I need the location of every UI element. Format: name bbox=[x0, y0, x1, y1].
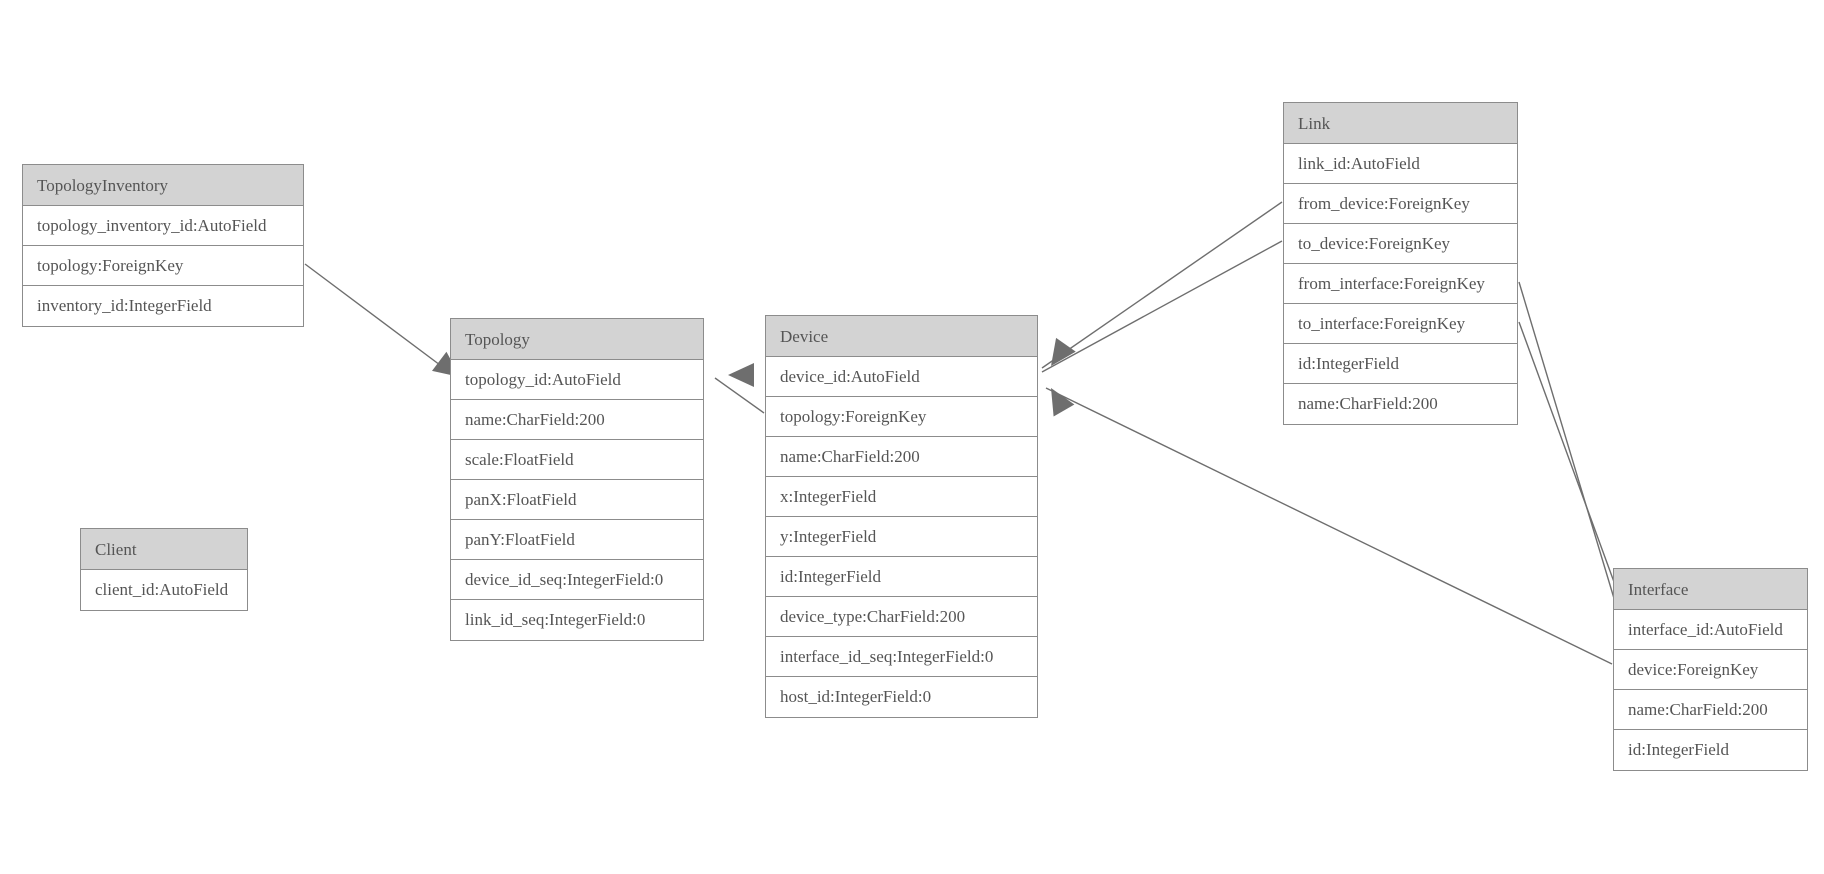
arrowhead-arrow-device-upper bbox=[1051, 337, 1076, 366]
entity-field[interactable]: panX:FloatField bbox=[451, 480, 703, 520]
entity-field[interactable]: y:IntegerField bbox=[766, 517, 1037, 557]
arrowhead-arrow-device-lower bbox=[1051, 388, 1075, 417]
entity-field[interactable]: to_device:ForeignKey bbox=[1284, 224, 1517, 264]
entity-field[interactable]: interface_id_seq:IntegerField:0 bbox=[766, 637, 1037, 677]
relation-topologyinventory-topology bbox=[304, 263, 453, 375]
entity-field[interactable]: topology:ForeignKey bbox=[766, 397, 1037, 437]
entity-field[interactable]: from_interface:ForeignKey bbox=[1284, 264, 1517, 304]
relation-link-to-device bbox=[1041, 240, 1283, 373]
entity-title-interface: Interface bbox=[1614, 569, 1807, 610]
entity-field[interactable]: name:CharField:200 bbox=[766, 437, 1037, 477]
entity-field[interactable]: link_id:AutoField bbox=[1284, 144, 1517, 184]
entity-field[interactable]: topology_inventory_id:AutoField bbox=[23, 206, 303, 246]
entity-field[interactable]: name:CharField:200 bbox=[451, 400, 703, 440]
entity-field[interactable]: topology:ForeignKey bbox=[23, 246, 303, 286]
entity-field[interactable]: link_id_seq:IntegerField:0 bbox=[451, 600, 703, 640]
relation-link-from-device bbox=[1041, 201, 1283, 369]
relation-interface-device bbox=[1045, 387, 1613, 665]
entity-field[interactable]: device:ForeignKey bbox=[1614, 650, 1807, 690]
entity-field[interactable]: device_id:AutoField bbox=[766, 357, 1037, 397]
entity-field[interactable]: panY:FloatField bbox=[451, 520, 703, 560]
arrowhead-arrow-topology-left bbox=[728, 363, 754, 387]
entity-field[interactable]: device_type:CharField:200 bbox=[766, 597, 1037, 637]
entity-field[interactable]: to_interface:ForeignKey bbox=[1284, 304, 1517, 344]
entity-field[interactable]: topology_id:AutoField bbox=[451, 360, 703, 400]
entity-field[interactable]: id:IntegerField bbox=[1614, 730, 1807, 770]
entity-field[interactable]: device_id_seq:IntegerField:0 bbox=[451, 560, 703, 600]
entity-title-topology: Topology bbox=[451, 319, 703, 360]
relation-link-from-interface bbox=[1518, 281, 1623, 626]
entity-field[interactable]: id:IntegerField bbox=[1284, 344, 1517, 384]
entity-title-device: Device bbox=[766, 316, 1037, 357]
entity-field[interactable]: x:IntegerField bbox=[766, 477, 1037, 517]
entity-field[interactable]: name:CharField:200 bbox=[1284, 384, 1517, 424]
entity-title-topology_inventory: TopologyInventory bbox=[23, 165, 303, 206]
entity-title-client: Client bbox=[81, 529, 247, 570]
entity-field[interactable]: from_device:ForeignKey bbox=[1284, 184, 1517, 224]
entity-field[interactable]: client_id:AutoField bbox=[81, 570, 247, 610]
entity-field[interactable]: id:IntegerField bbox=[766, 557, 1037, 597]
entity-field[interactable]: interface_id:AutoField bbox=[1614, 610, 1807, 650]
entity-field[interactable]: inventory_id:IntegerField bbox=[23, 286, 303, 326]
entity-field[interactable]: name:CharField:200 bbox=[1614, 690, 1807, 730]
entity-title-link: Link bbox=[1284, 103, 1517, 144]
entity-field[interactable]: scale:FloatField bbox=[451, 440, 703, 480]
entity-field[interactable]: host_id:IntegerField:0 bbox=[766, 677, 1037, 717]
relation-device-topology bbox=[714, 377, 765, 414]
